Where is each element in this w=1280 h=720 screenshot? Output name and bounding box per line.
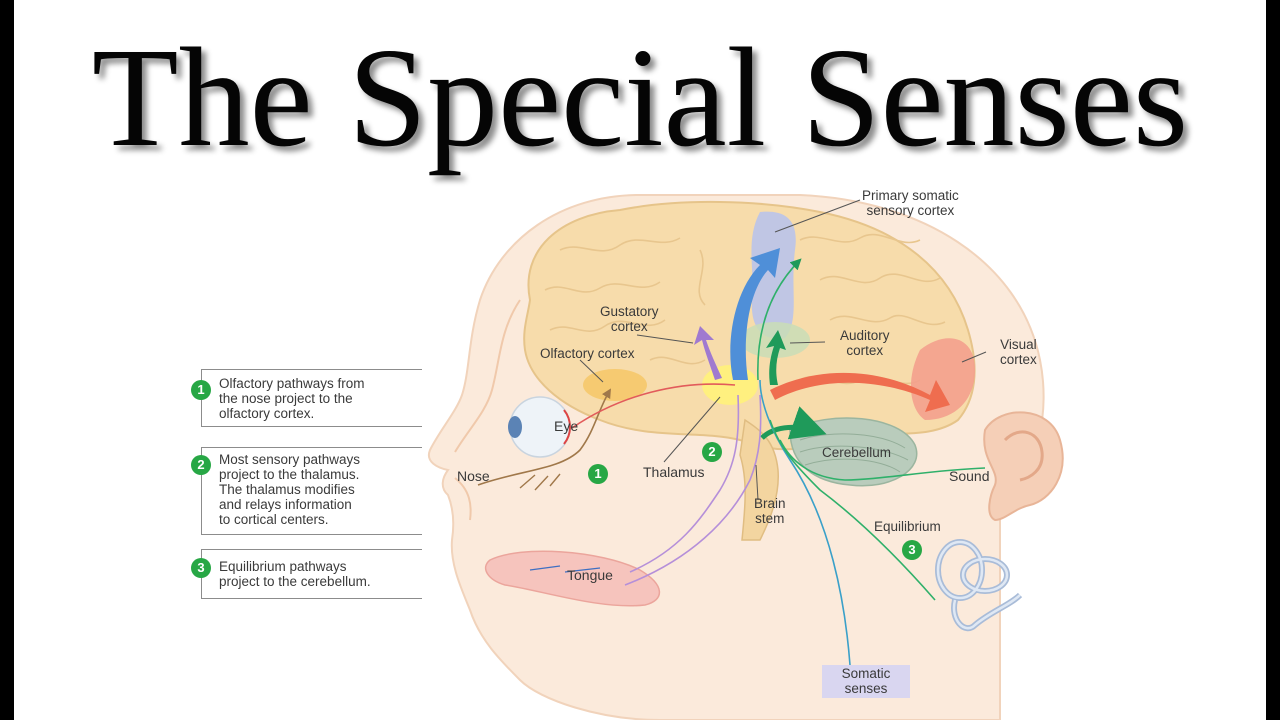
step-number-2: 2 bbox=[191, 455, 211, 475]
somatic-arrow bbox=[730, 248, 780, 380]
label-olfactory-cortex: Olfactory cortex bbox=[540, 346, 635, 361]
label-primary-somatic-cortex: Primary somatic sensory cortex bbox=[862, 188, 959, 218]
gustatory-arrow bbox=[694, 326, 722, 380]
step-text-2: Most sensory pathways project to the tha… bbox=[219, 452, 361, 527]
ear-shape bbox=[983, 411, 1064, 522]
visual-arrow bbox=[770, 372, 950, 412]
cerebellum-arrow bbox=[760, 406, 827, 440]
brain-stem-shape bbox=[739, 418, 779, 541]
step-number-1: 1 bbox=[191, 380, 211, 400]
ascending-green-line bbox=[757, 258, 802, 381]
tongue-nerves bbox=[529, 565, 601, 573]
label-eye: Eye bbox=[554, 418, 579, 434]
marker-2: 2 bbox=[702, 442, 722, 462]
eye-iris bbox=[508, 416, 522, 438]
slide-title: The Special Senses bbox=[91, 18, 1189, 176]
face-profile-line bbox=[454, 299, 521, 521]
optic-pathway bbox=[571, 383, 736, 429]
label-thalamus: Thalamus bbox=[643, 464, 705, 480]
sound-pathway bbox=[779, 439, 986, 481]
label-cerebellum: Cerebellum bbox=[822, 445, 892, 460]
inner-ear-core bbox=[936, 540, 1021, 630]
marker-1: 1 bbox=[588, 464, 608, 484]
leader-lines bbox=[579, 199, 987, 501]
label-somatic-senses: Somatic senses bbox=[822, 665, 910, 698]
step-box-2 bbox=[201, 447, 422, 535]
label-nose: Nose bbox=[457, 468, 490, 484]
olfactory-cortex-region bbox=[583, 369, 647, 401]
step-text-3: Equilibrium pathways project to the cere… bbox=[219, 559, 371, 589]
label-brain-stem: Brain stem bbox=[754, 496, 786, 526]
equilibrium-pathway bbox=[769, 419, 936, 601]
tongue-shape bbox=[484, 550, 661, 607]
sensory-pathways-diagram bbox=[427, 194, 1064, 720]
slide: The Special Senses bbox=[14, 0, 1266, 720]
olfactory-pathway bbox=[477, 388, 611, 486]
nose-nerve-endings bbox=[519, 473, 561, 491]
step-number-3: 3 bbox=[191, 558, 211, 578]
label-equilibrium: Equilibrium bbox=[874, 519, 941, 534]
auditory-arrow bbox=[766, 330, 786, 385]
eye-retina bbox=[563, 409, 571, 445]
label-gustatory-cortex: Gustatory cortex bbox=[600, 304, 659, 334]
ear-inner bbox=[1003, 430, 1044, 482]
somatic-pathway bbox=[759, 379, 851, 666]
step-text-1: Olfactory pathways from the nose project… bbox=[219, 376, 365, 421]
label-auditory-cortex: Auditory cortex bbox=[840, 328, 890, 358]
taste-pathway-2 bbox=[624, 394, 762, 586]
label-tongue: Tongue bbox=[567, 567, 613, 583]
marker-3: 3 bbox=[902, 540, 922, 560]
label-visual-cortex: Visual cortex bbox=[1000, 337, 1037, 367]
visual-cortex-region bbox=[910, 338, 975, 420]
taste-pathway-1 bbox=[629, 394, 740, 573]
label-sound: Sound bbox=[949, 468, 990, 484]
